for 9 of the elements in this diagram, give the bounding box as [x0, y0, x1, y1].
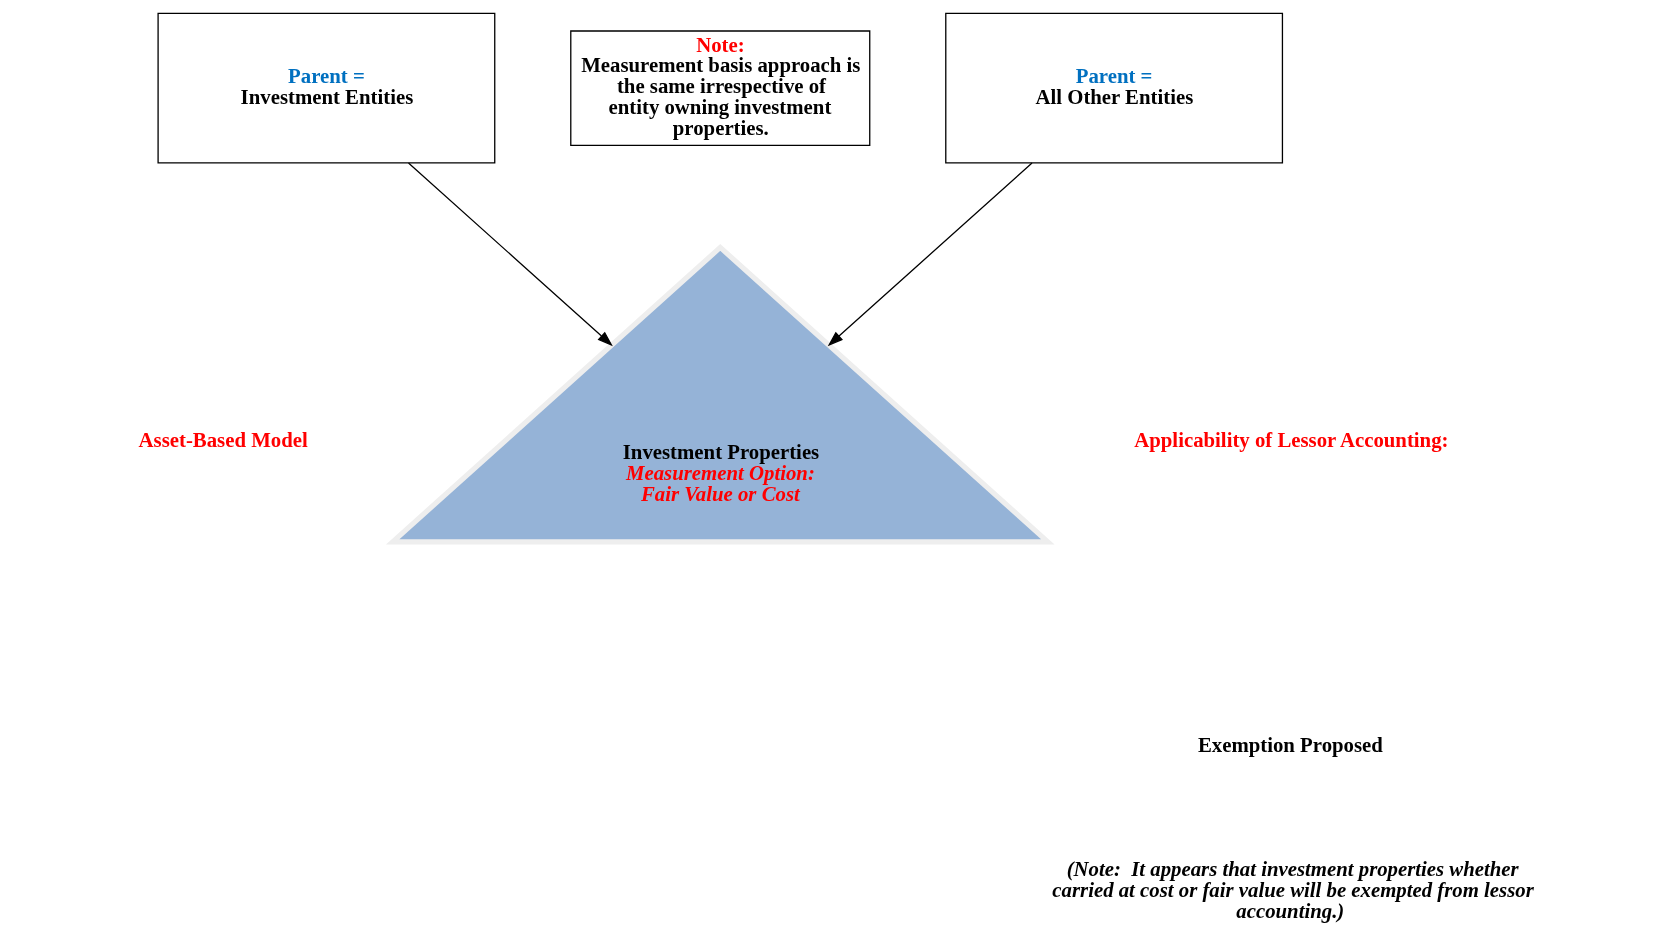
node-box: Parent = All Other Entities	[944, 12, 1283, 164]
label: (Note: It appears that investment properties whether carried at cost or fair value will be exempted from lessor accounting.)	[1051, 857, 1534, 922]
arrow	[827, 162, 1033, 347]
arrow	[407, 162, 613, 347]
label: Applicability of Lessor Accounting:	[1133, 428, 1449, 452]
label: Asset-Based Model	[138, 428, 308, 452]
label: Exemption Proposed	[1197, 732, 1383, 756]
node-box: Note: Measurement basis approach is the same irrespective of entity owning investment properties.	[569, 30, 870, 147]
node-box: Parent = Investment Entities	[156, 12, 495, 164]
